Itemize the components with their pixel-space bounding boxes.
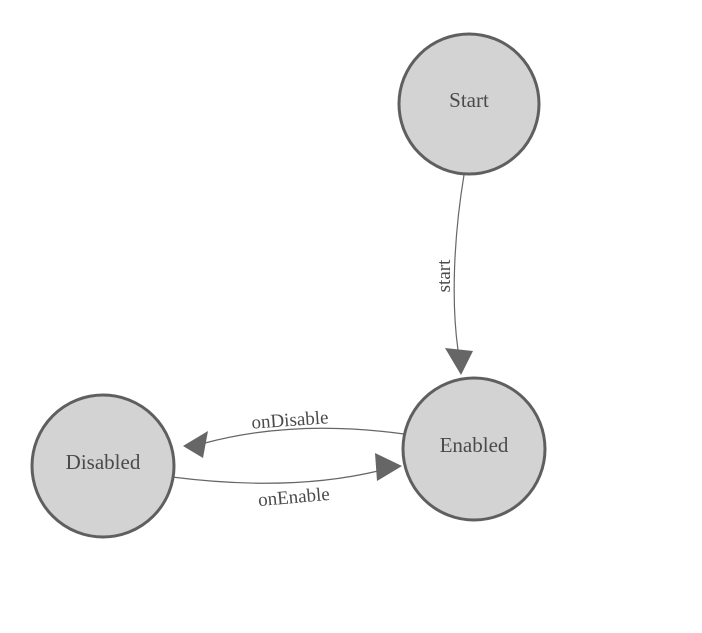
state-label: Disabled <box>66 450 141 474</box>
state-circle[interactable] <box>30 393 176 539</box>
state-circle[interactable] <box>401 376 547 522</box>
edge-label-start: start <box>434 259 455 292</box>
edge-line <box>171 470 379 484</box>
edge-disabled-to-enabled[interactable]: onEnable <box>171 453 402 511</box>
arrowhead-left-icon <box>183 431 208 458</box>
state-node-enabled[interactable]: Enabled <box>401 376 547 522</box>
state-label: Enabled <box>440 433 509 457</box>
state-node-disabled[interactable]: Disabled <box>30 393 176 539</box>
edge-start-to-enabled[interactable]: start <box>434 174 473 375</box>
edge-label-ondisable: onDisable <box>251 407 329 433</box>
edge-label-onenable: onEnable <box>257 484 330 511</box>
edge-line <box>204 427 405 444</box>
arrowhead-right-icon <box>375 453 402 481</box>
state-circle[interactable] <box>397 32 541 176</box>
edge-enabled-to-disabled[interactable]: onDisable <box>183 407 405 458</box>
edge-line <box>453 174 465 351</box>
state-label: Start <box>449 88 489 112</box>
state-node-start[interactable]: Start <box>397 32 541 176</box>
arrowhead-down-icon <box>445 348 473 375</box>
